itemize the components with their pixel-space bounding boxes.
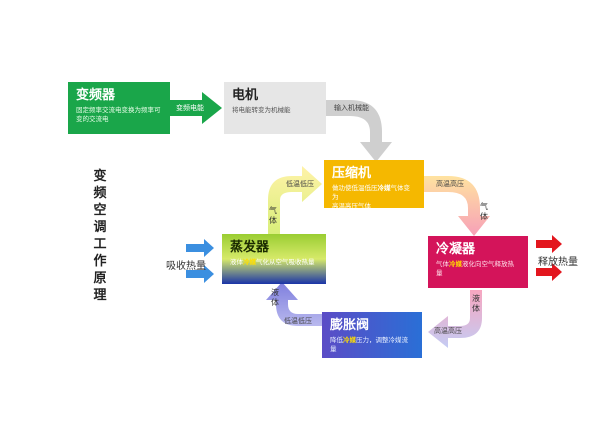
evaporator-desc-part1: 液体 bbox=[230, 258, 243, 266]
condenser-to-expansion-arrow bbox=[428, 290, 482, 348]
compressor-to-condenser-arrow bbox=[424, 176, 490, 236]
evaporator-to-compressor-arrow bbox=[268, 166, 322, 234]
evaporator-desc: 液体冷媒气化从空气吸收热量 bbox=[230, 258, 318, 267]
expansion-desc-emphasis: 冷媒 bbox=[343, 336, 356, 344]
motor-desc: 将电能转变为机械能 bbox=[232, 106, 291, 114]
evaporator-title: 蒸发器 bbox=[230, 240, 270, 255]
motor-box: 电机 将电能转变为机械能 bbox=[224, 82, 326, 134]
release-heat-arrow-1 bbox=[536, 235, 562, 253]
expansion-title: 膨胀阀 bbox=[330, 318, 370, 333]
expansion-desc-part2: 压力，调整冷媒流量 bbox=[330, 336, 408, 353]
inverter-box: 变频器 固定频率交流电变换为频率可变的交流电 bbox=[68, 82, 170, 134]
compressor-desc-emphasis: 冷媒 bbox=[377, 184, 391, 192]
compressor-desc-part1: 做功使低温低压 bbox=[332, 184, 378, 192]
condenser-desc-part1: 气体 bbox=[436, 260, 449, 268]
condenser-desc-part2: 液化向空气释放热量 bbox=[436, 260, 514, 277]
diagram-title: 变频空调工作原理 bbox=[93, 169, 107, 303]
absorb-heat-label: 吸收热量 bbox=[166, 261, 206, 272]
label-low-temp-low-press-top: 低温低压 bbox=[286, 180, 314, 188]
condenser-desc: 气体冷媒液化向空气释放热量 bbox=[436, 260, 520, 278]
expansion-to-evaporator-arrow bbox=[266, 282, 322, 326]
condenser-desc-emphasis: 冷媒 bbox=[449, 260, 462, 268]
expansion-desc-part1: 降低 bbox=[330, 336, 343, 344]
condenser-box: 冷凝器 气体冷媒液化向空气释放热量 bbox=[428, 236, 528, 288]
compressor-desc-part3: 高温高压气体 bbox=[332, 202, 371, 210]
motor-title: 电机 bbox=[232, 88, 259, 103]
inverter-title: 变频器 bbox=[76, 88, 116, 103]
absorb-heat-arrow-2 bbox=[186, 265, 214, 283]
expansion-valve-box: 膨胀阀 降低冷媒压力，调整冷媒流量 bbox=[322, 312, 422, 358]
release-heat-label: 释放热量 bbox=[538, 257, 578, 268]
release-heat-arrow-2 bbox=[536, 263, 562, 281]
motor-to-compressor-arrow bbox=[326, 100, 392, 162]
absorb-heat-arrow-1 bbox=[186, 239, 214, 257]
compressor-desc: 做功使低温低压冷媒气体变为 高温高压气体 bbox=[332, 184, 416, 211]
compressor-title: 压缩机 bbox=[332, 166, 372, 181]
compressor-box: 压缩机 做功使低温低压冷媒气体变为 高温高压气体 bbox=[324, 160, 424, 211]
label-high-temp-high-press-top: 高温高压 bbox=[436, 180, 464, 188]
label-low-temp-low-press-bottom: 低温低压 bbox=[284, 317, 312, 325]
inverter-desc: 固定频率交流电变换为频率可变的交流电 bbox=[76, 106, 161, 123]
label-liquid-right: 液体 bbox=[472, 294, 480, 313]
evaporator-box: 蒸发器 液体冷媒气化从空气吸收热量 bbox=[222, 234, 326, 284]
label-motor-to-compressor: 输入机械能 bbox=[334, 104, 369, 112]
label-inverter-to-motor: 变频电能 bbox=[176, 104, 204, 112]
label-gas-right: 气体 bbox=[480, 202, 488, 221]
label-liquid-left: 液体 bbox=[271, 288, 279, 307]
evaporator-desc-part2: 气化从空气吸收热量 bbox=[256, 258, 315, 266]
label-high-temp-high-press-bottom: 高温高压 bbox=[434, 327, 462, 335]
compressor-desc-part2: 气体变为 bbox=[332, 184, 410, 201]
condenser-title: 冷凝器 bbox=[436, 242, 476, 257]
expansion-desc: 降低冷媒压力，调整冷媒流量 bbox=[330, 336, 414, 354]
evaporator-desc-emphasis: 冷媒 bbox=[243, 258, 256, 266]
inverter-to-motor-arrow bbox=[170, 92, 222, 124]
label-gas-left: 气体 bbox=[269, 206, 277, 225]
